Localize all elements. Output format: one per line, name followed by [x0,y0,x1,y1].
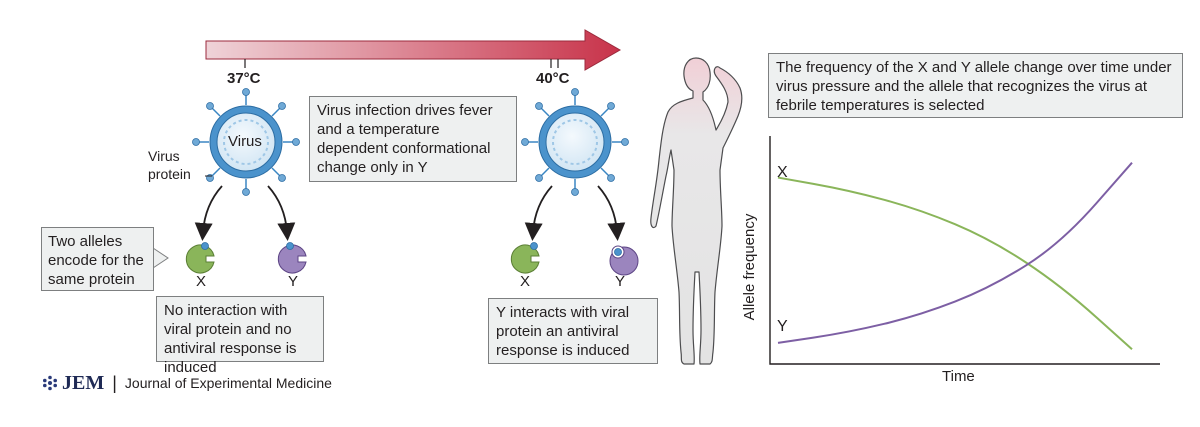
alleles-callout-box: Two alleles encode for the same protein [41,227,154,291]
arrow-to-y-37c [267,185,296,241]
virus-protein-label-2: protein [148,166,191,182]
fever-explanation-box: Virus infection drives fever and a tempe… [309,96,517,182]
allele-y-label-40c: Y [615,273,626,290]
virus-protein-label-1: Virus [148,148,180,164]
virus-particle-37c [192,88,300,196]
allele-x-label-37c: X [196,273,207,290]
series-line-y [777,162,1133,344]
virus-label: Virus [228,133,262,150]
y-interacts-box: Y interacts with viral protein an antivi… [488,298,658,364]
chart-plot-area [777,162,1133,351]
arrow-to-x-40c [524,185,553,241]
journal-name: Journal of Experimental Medicine [124,375,332,391]
end-temperature-label: 40°C [536,70,570,87]
frequency-explanation-box: The frequency of the X and Y allele chan… [768,53,1183,118]
footer-separator: | [112,372,117,393]
no-interaction-box: No interaction with viral protein and no… [156,296,324,376]
arrow-to-y-40c [597,185,626,241]
jem-logo-icon [43,375,57,391]
receptor-y-40c-bound [609,245,639,276]
virus-particle-40c [521,88,629,196]
arrow-to-x-37c [194,185,223,241]
alleles-callout-pointer [152,247,169,269]
temperature-arrow [205,29,622,71]
start-temperature-label: 37°C [227,70,261,87]
jem-logo-text: JEM [62,371,105,394]
receptor-y-37c [277,242,307,274]
series-line-x [777,176,1133,351]
allele-y-label-37c: Y [288,273,299,290]
receptor-x-37c [185,242,215,274]
receptor-x-40c [510,242,540,274]
series-y-label: Y [777,318,788,335]
x-axis-title: Time [942,368,975,385]
human-figure [650,57,743,365]
series-x-label: X [777,164,788,181]
jem-footer: JEM | Journal of Experimental Medicine [42,372,332,394]
y-axis-title: Allele frequency [741,213,758,321]
chart-axes [769,136,1160,365]
allele-x-label-40c: X [520,273,531,290]
